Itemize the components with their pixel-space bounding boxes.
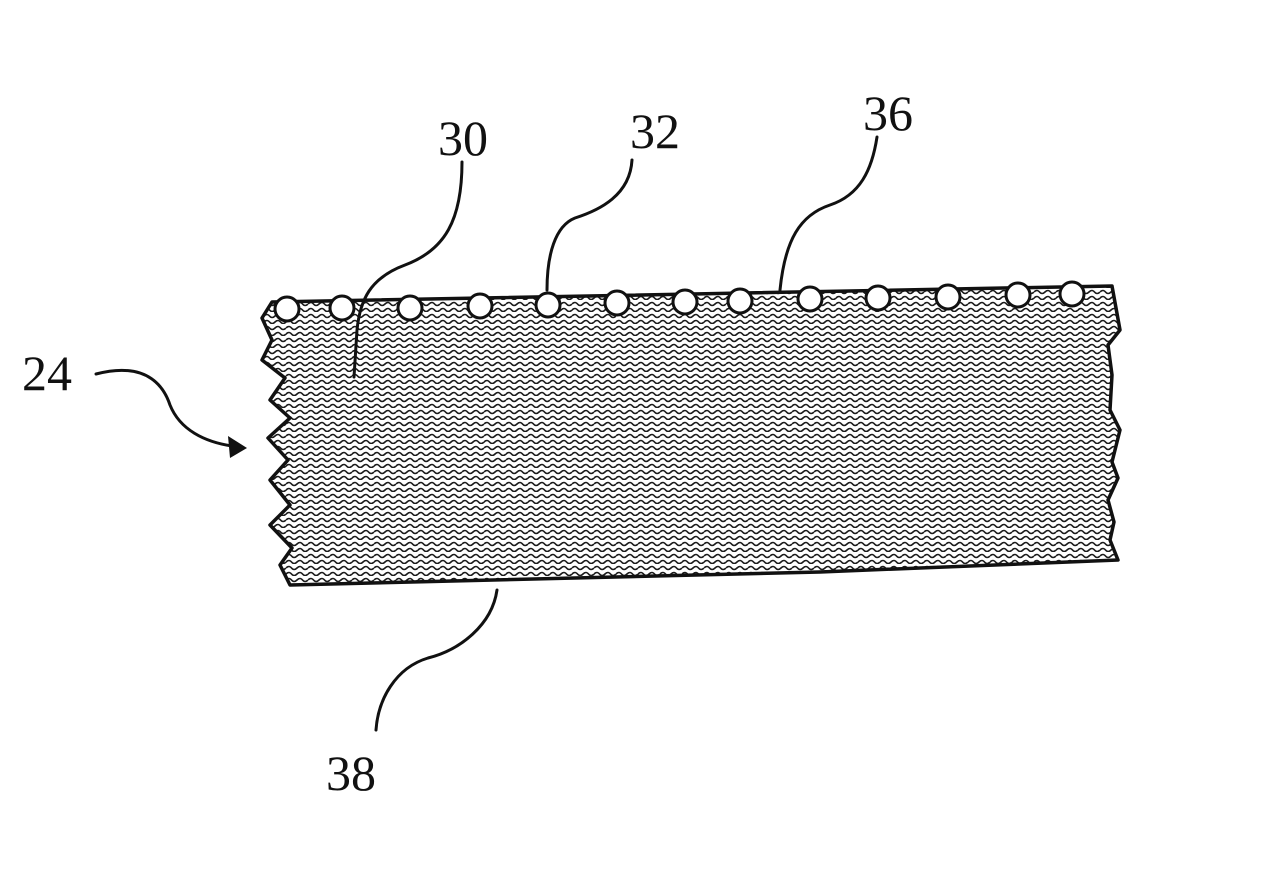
particle — [798, 287, 822, 311]
particle — [536, 293, 560, 317]
leader-line-24 — [96, 370, 232, 446]
particle — [728, 289, 752, 313]
leader-line-32 — [547, 160, 632, 290]
particle — [866, 286, 890, 310]
label-36: 36 — [863, 85, 913, 141]
label-32: 32 — [630, 103, 680, 159]
label-24: 24 — [22, 345, 72, 401]
particle — [275, 297, 299, 321]
arrowhead-24 — [228, 436, 247, 458]
particle — [1006, 283, 1030, 307]
label-30: 30 — [438, 110, 488, 166]
particle — [398, 296, 422, 320]
particle — [605, 291, 629, 315]
particle — [468, 294, 492, 318]
particle — [936, 285, 960, 309]
particle — [1060, 282, 1084, 306]
leader-line-38 — [376, 590, 497, 730]
substrate-layer — [262, 286, 1120, 585]
particle — [330, 296, 354, 320]
label-38: 38 — [326, 745, 376, 801]
leader-line-36 — [780, 137, 877, 290]
particle — [673, 290, 697, 314]
